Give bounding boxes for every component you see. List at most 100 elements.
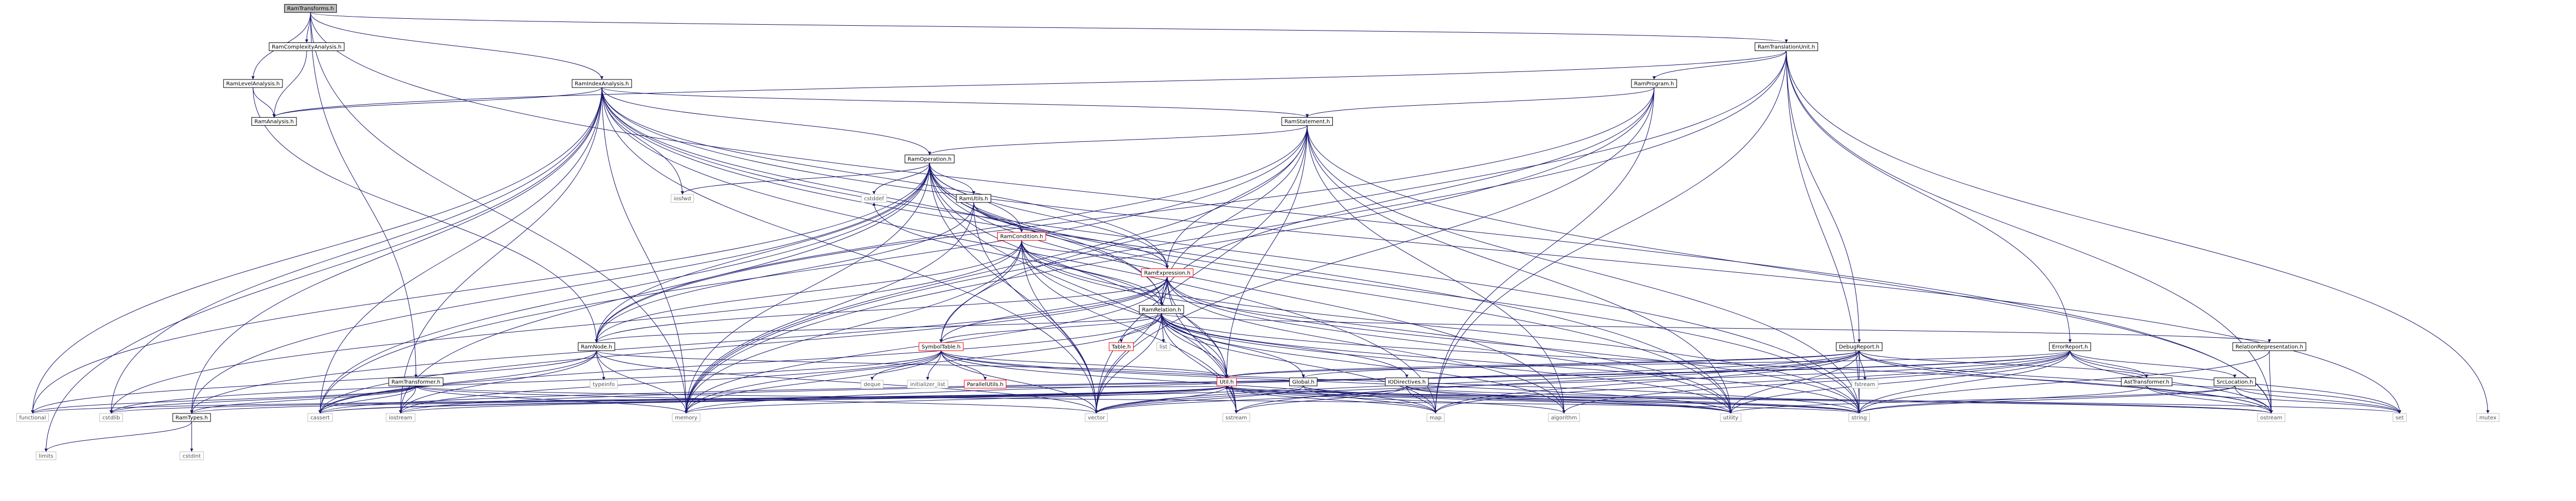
node-label: RamExpression.h [1144,270,1190,276]
node-cstddef: cstddef [861,194,887,203]
include-edge [1434,50,1787,414]
include-edge [1729,351,2071,414]
node-string: string [1848,413,1870,422]
node-ostream: ostream [2257,413,2285,422]
include-edge [1094,386,1304,414]
include-edge [1406,386,2273,414]
include-edge [398,87,603,414]
include-edge [872,163,930,195]
node-label: deque [863,382,880,388]
include-edge [1857,386,2147,414]
node-util-h[interactable]: Util.h [1216,377,1237,387]
node-ramstatement-h[interactable]: RamStatement.h [1281,117,1333,126]
node-ramprogram-h[interactable]: RamProgram.h [1631,79,1677,88]
include-edge [594,313,1162,343]
node-box [1108,342,1134,351]
node-label: RamCondition.h [1000,234,1043,240]
include-edge [1434,351,1860,414]
include-edge [31,87,603,414]
node-label: ErrorReport.h [2052,344,2088,350]
include-edge [1167,277,1229,378]
include-edge [594,202,974,343]
node-label: RamAnalysis.h [255,119,294,125]
include-edge [1225,350,2071,379]
include-edge [272,50,307,118]
include-edge [1161,313,1229,378]
include-edge [1225,125,1308,378]
node-label: RamTranslationUnit.h [1758,45,1815,50]
node-label: cstddef [864,196,884,202]
node-functional: functional [16,413,49,422]
node-ramutils-h[interactable]: RamUtils.h [956,194,991,203]
node-box [16,413,49,422]
include-edge [1226,386,2273,414]
include-edge [939,277,1168,343]
node-ramoperation-h[interactable]: RamOperation.h [904,155,955,164]
node-ramnode-h[interactable]: RamNode.h [578,342,615,351]
node-ramcomplexityanalysis-h[interactable]: RamComplexityAnalysis.h [269,42,345,52]
include-edge [594,87,1655,343]
node-relationrepresentation-h[interactable]: RelationRepresentation.h [2232,342,2306,351]
node-iodirectives-h[interactable]: IODirectives.h [1385,377,1429,387]
node-ramindexanalysis-h[interactable]: RamIndexAnalysis.h [571,79,632,88]
include-edge [318,87,603,414]
node-asttransformer-h[interactable]: AstTransformer.h [2121,377,2173,387]
include-edge [1562,350,2071,414]
node-box [35,451,56,460]
node-limits: limits [35,451,56,460]
node-ramanalysis-h[interactable]: RamAnalysis.h [251,117,297,126]
node-box [1720,413,1741,422]
node-ramrelation-h[interactable]: RamRelation.h [1139,305,1184,314]
node-box [918,342,964,351]
node-box [1216,377,1237,387]
node-box [1281,117,1333,126]
node-errorreport-h[interactable]: ErrorReport.h [2049,342,2091,351]
node-ramexpression-h[interactable]: RamExpression.h [1141,268,1194,277]
node-iosfwd: iosfwd [671,194,694,203]
node-symboltable-h[interactable]: SymbolTable.h [918,342,964,351]
node-label: cstdlib [103,415,120,421]
include-edge [684,87,1655,414]
include-edge [398,386,417,414]
include-edge [1303,386,1732,414]
edge-layer [31,12,2490,452]
node-ramlevelanalysis-h[interactable]: RamLevelAnalysis.h [223,79,283,88]
include-edge [929,163,1732,414]
include-edge [601,87,1098,414]
include-edge [2146,386,2273,414]
include-edge [940,350,987,380]
include-edge [1859,351,2273,414]
include-edge [685,386,1227,414]
node-ramtransforms-h[interactable]: RamTransforms.h [284,4,337,13]
node-box [1085,413,1108,422]
include-edge [1307,125,1566,414]
include-edge [1786,50,1861,414]
include-edge [44,421,192,452]
node-iostream: iostream [386,413,416,422]
include-edge [680,163,930,195]
node-parallelutils-h[interactable]: ParallelUtils.h [964,380,1007,389]
node-global-h[interactable]: Global.h [1289,377,1318,387]
node-box [179,451,204,460]
node-ramtransformer-h[interactable]: RamTransformer.h [388,377,444,387]
include-edge [601,87,688,414]
node-label: SymbolTable.h [921,344,961,350]
node-box [578,342,615,351]
node-table-h[interactable]: Table.h [1108,342,1134,351]
node-ramtypes-h[interactable]: RamTypes.h [172,413,211,422]
include-edge [1094,313,1162,414]
node-box [1385,377,1429,387]
node-srclocation-h[interactable]: SrcLocation.h [2214,377,2256,387]
node-box [907,380,948,389]
node-box [2476,413,2500,422]
node-box [861,194,887,203]
include-edge [1226,386,2401,414]
include-edge [1159,125,1308,306]
node-ramtranslationunit-h[interactable]: RamTranslationUnit.h [1754,42,1818,52]
node-debugreport-h[interactable]: DebugReport.h [1835,342,1883,351]
node-ramcondition-h[interactable]: RamCondition.h [997,232,1046,241]
include-edge [2269,351,2273,414]
node-box [1426,413,1445,422]
node-label: RamTransformer.h [391,380,440,386]
node-label: RelationRepresentation.h [2236,344,2303,350]
